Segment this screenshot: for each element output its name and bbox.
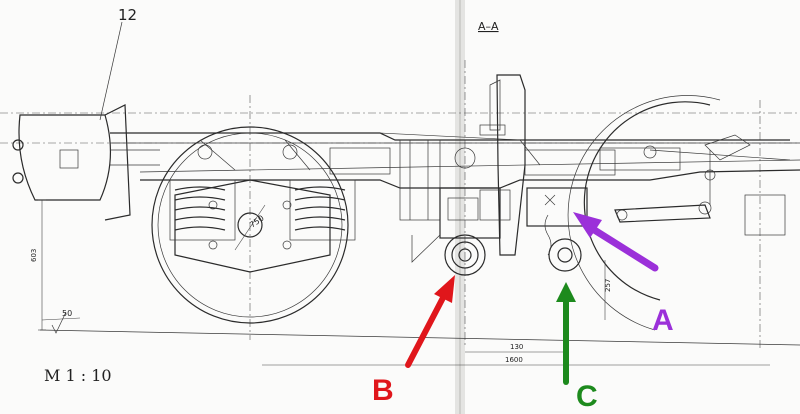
part-number: 12 [118,6,137,24]
damper-c [526,187,588,272]
dim-50: 50 [62,309,72,318]
section-label: A–A [478,20,499,33]
arrow-b [405,275,455,368]
bolster-column [479,74,526,256]
brake-levers [614,134,791,223]
label-b: B [372,374,394,407]
scale-label: M 1 : 10 [44,366,112,385]
buffer-assembly [12,104,160,221]
frame-details [197,139,476,221]
right-wheel [567,95,786,331]
spring-right [289,179,356,241]
dim-603: 603 [30,249,38,262]
bogie-frame [110,132,800,189]
arrow-a [573,212,659,272]
axle-box-b [411,187,511,276]
dimension-lines [38,199,770,366]
label-a: A [652,304,674,337]
dim-257: 257 [604,279,612,292]
arrow-c [556,282,576,385]
surface-finish-icon [51,311,67,334]
label-c: C [576,380,598,413]
dim-1600: 1600 [505,356,523,364]
part-number-leader [99,21,123,121]
dim-750: 750 [248,214,266,230]
dim-130: 130 [510,343,523,351]
spring-left [169,179,236,241]
